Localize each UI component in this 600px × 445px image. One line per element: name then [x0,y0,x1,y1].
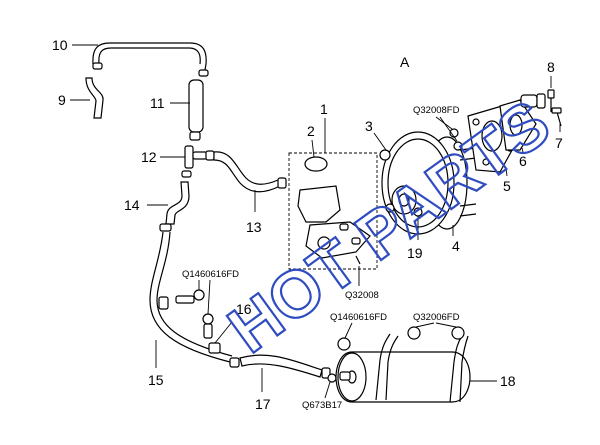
callout-3: 3 [365,118,373,134]
vacuum-tank-18 [335,326,471,403]
leader-6 [521,147,524,153]
master-cylinder-1 [297,156,371,265]
clamp-icon [92,62,209,77]
callout-16: 16 [236,301,252,317]
leader-5 [505,167,508,177]
switch-8 [520,89,555,112]
leader-16c [214,321,233,344]
bolt-7 [551,107,562,127]
gasket-plate-6 [499,99,537,151]
hose-10 [92,42,207,71]
leader-2 [311,139,315,158]
callout-18: 18 [500,373,516,389]
callout-13: 13 [246,219,262,235]
callout-17: 17 [255,396,271,412]
view-label: A [400,54,410,70]
hose-17 [229,354,331,379]
leader-tank-left [344,322,353,339]
code-left-clamp: Q1460616FD [182,269,239,280]
callout-1: 1 [320,101,328,117]
tee-fitting-12 [181,145,215,178]
callout-10: 10 [52,37,68,53]
check-valve-16 [158,289,221,354]
callout-14: 14 [124,197,140,213]
pipe-15 [149,231,233,363]
master-cylinder-box [288,152,378,270]
callout-9: 9 [58,92,66,108]
leader-top-right-b [439,116,458,142]
code-bottom: Q673B17 [302,400,342,411]
hose-11 [188,79,204,141]
code-center: Q32008 [345,290,379,301]
hose-13 [213,151,287,193]
brake-booster-4 [379,131,477,235]
clamp-q673b17 [327,373,337,383]
code-tank-left: Q1460616FD [330,312,387,323]
leader-q673b17 [324,381,331,399]
callout-8: 8 [547,59,555,75]
leader-16b [207,279,211,315]
leader-tank-right-a [415,322,435,328]
callout-11: 11 [150,95,165,111]
callout-19: 19 [407,245,423,261]
leader-3 [373,132,387,151]
callout-7: 7 [555,135,563,151]
hose-9 [85,77,104,119]
watermark-text: HOT PARTS [215,85,563,366]
hose-14 [159,181,190,232]
callout-5: 5 [503,178,511,194]
callout-15: 15 [148,372,164,388]
callout-6: 6 [519,153,527,169]
code-tank-right: Q32006FD [413,312,460,323]
leader-tank-right-b [435,322,457,328]
callout-4: 4 [452,238,460,254]
code-top-right: Q32008FD [413,105,460,116]
callout-12: 12 [141,149,157,165]
callout-2: 2 [307,123,315,139]
